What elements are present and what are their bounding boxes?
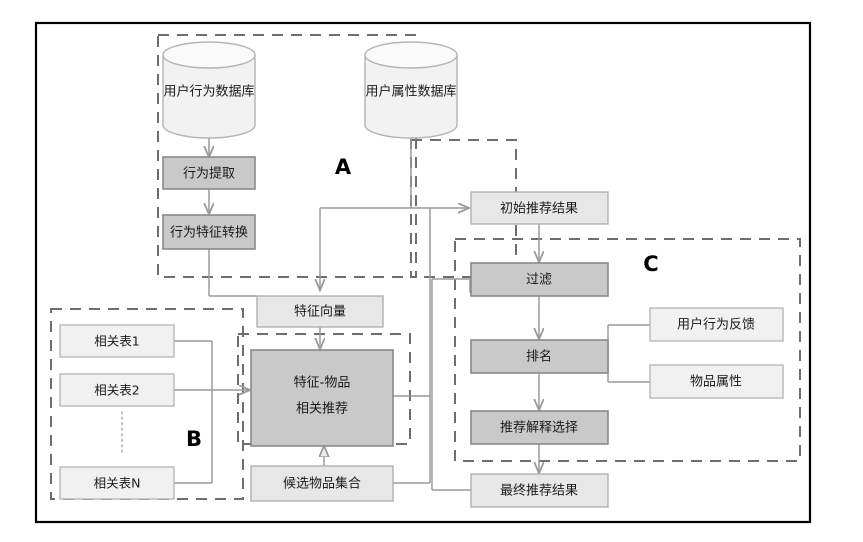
outer-frame: [34, 21, 812, 524]
node-candidate-item-set: 候选物品集合: [250, 465, 394, 502]
node-feature-vector: 特征向量: [256, 295, 384, 328]
group-label-a: A: [335, 155, 352, 179]
group-region-c: [454, 238, 801, 462]
node-behavior-feature-transform: 行为特征转换: [162, 214, 256, 250]
node-explain-select: 推荐解释选择: [470, 410, 609, 445]
node-item-attribute: 物品属性: [649, 364, 784, 399]
node-feature-item-recommend: 特征-物品 相关推荐: [250, 349, 394, 447]
node-final-result: 最终推荐结果: [470, 473, 609, 508]
db-user-attribute: 用户属性数据库: [364, 41, 458, 139]
node-user-behavior-feedback: 用户行为反馈: [649, 307, 784, 342]
node-behavior-extract: 行为提取: [162, 156, 256, 190]
node-ranking: 排名: [470, 339, 609, 374]
group-region-a: [157, 34, 417, 278]
db-user-behavior: 用户行为数据库: [162, 41, 256, 139]
group-label-c: C: [643, 252, 658, 276]
node-relation-table-2: 相关表2: [59, 373, 175, 407]
node-relation-table-1: 相关表1: [59, 324, 175, 358]
group-label-b: B: [186, 427, 202, 451]
node-relation-table-n: 相关表N: [59, 466, 175, 500]
node-initial-result: 初始推荐结果: [470, 191, 609, 225]
node-filter: 过滤: [470, 262, 609, 297]
